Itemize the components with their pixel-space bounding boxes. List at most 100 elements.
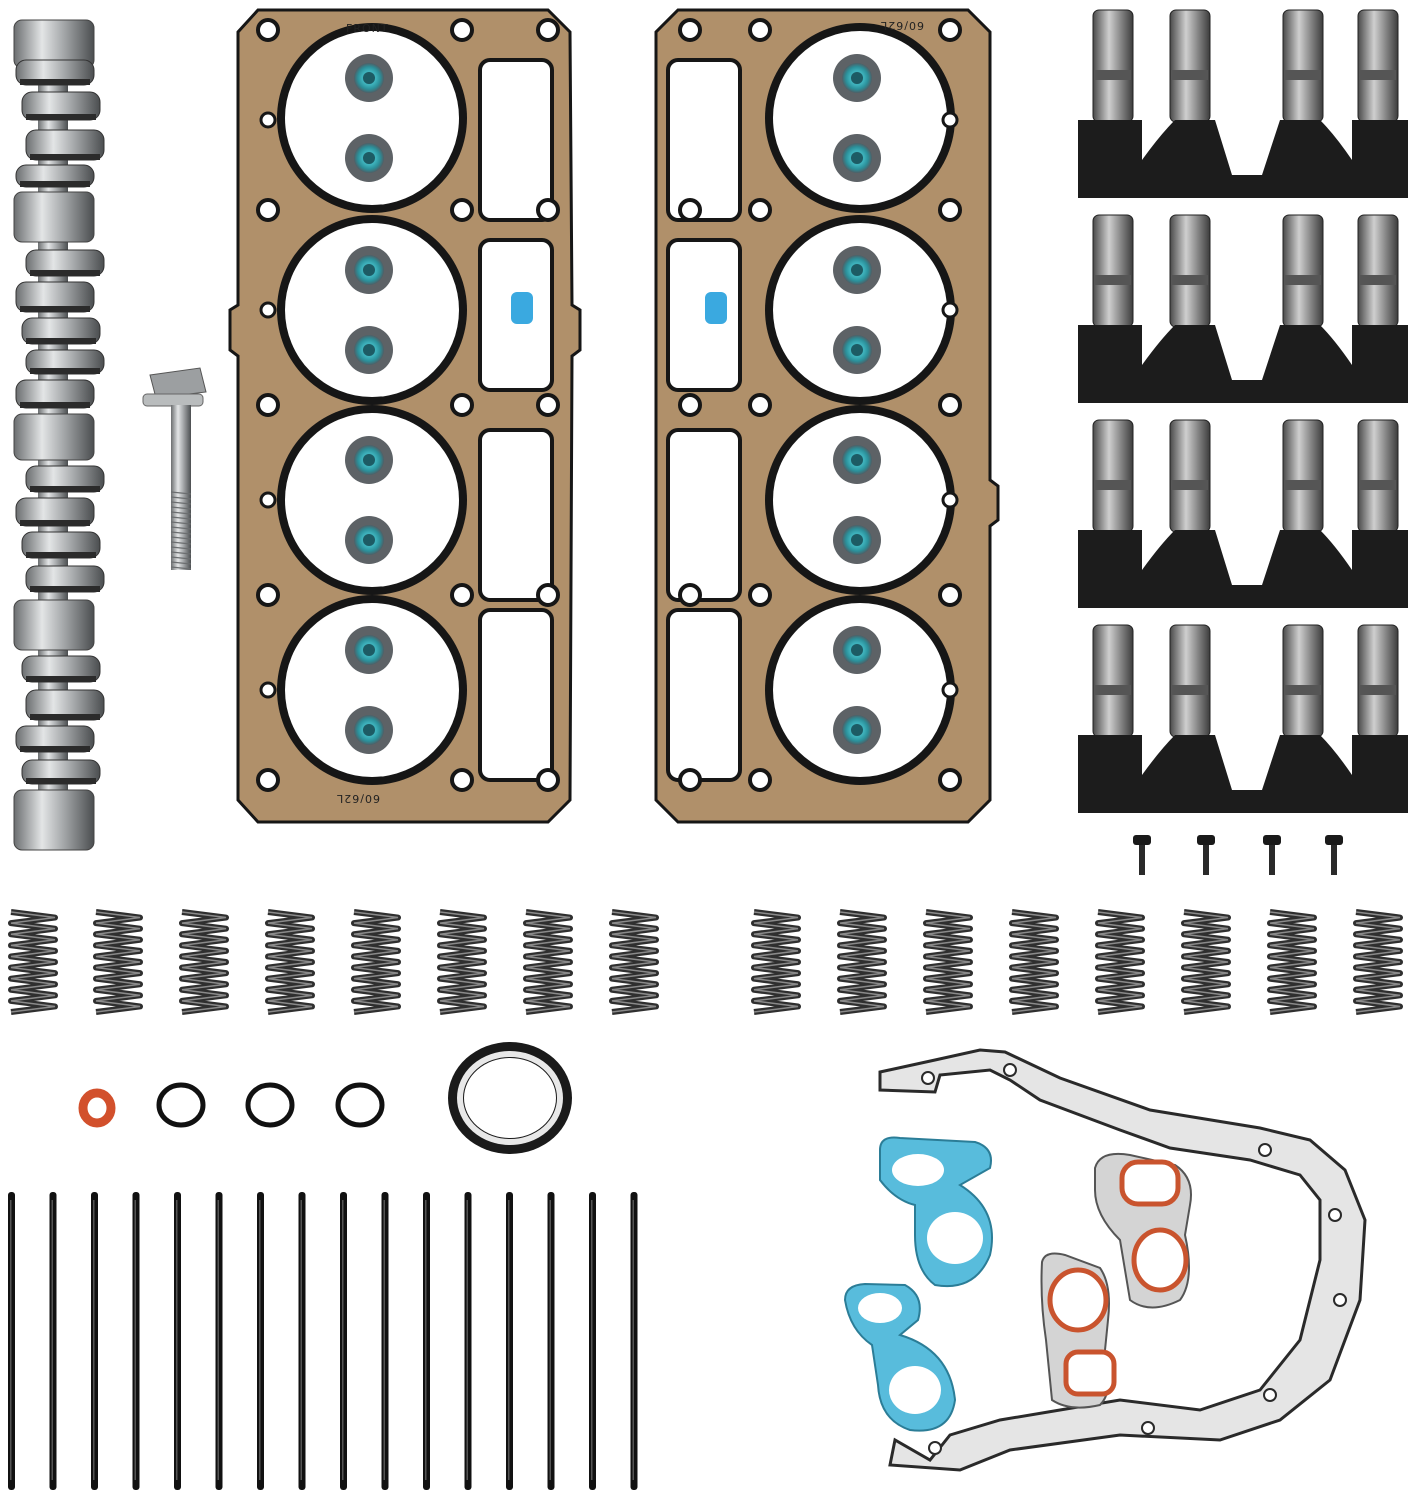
bolt-thread [170,551,192,555]
spring-highlight [839,911,885,1013]
lifter-band [1095,275,1131,285]
gasket-windows [478,58,554,782]
o-rings [78,1082,385,1128]
water-pump-gasket-blue [843,1282,957,1432]
bolt-thread [170,521,192,525]
pushrod-highlight [549,1200,551,1480]
pushrod-highlight [632,1200,634,1480]
valve-spring [1009,909,1059,1015]
timing-gasket-hole [1333,1293,1347,1307]
bolt-thread [170,511,192,515]
camshaft-lobe-shadow [26,676,96,682]
gasket-bolt-hole [678,18,702,42]
hydraulic-lifter [1282,214,1324,328]
gasket-bolt-hole [536,768,560,792]
lifter-band [1285,685,1321,695]
bolt-thread [170,491,192,495]
timing-cover-gasket [878,1048,1367,1472]
valve-springs [8,909,1403,1015]
gasket-window [666,608,742,782]
gasket-front-label: FRONT [346,22,389,35]
camshaft-journal [13,191,95,243]
gasket-small-hole [941,681,959,699]
spring-highlight [753,911,799,1013]
gasket-window [666,428,742,602]
spring-highlight [267,911,313,1013]
spring-highlight [611,911,657,1013]
pushrod-highlight [508,1200,510,1480]
gasket-bolt-hole [678,768,702,792]
gasket-bolt-hole [938,768,962,792]
hydraulic-lifter [1357,214,1399,328]
spring-highlight [1097,911,1143,1013]
cylinder-bore [285,223,459,397]
pushrod-highlight [425,1200,427,1480]
valve-seal-center [363,344,375,356]
valve-seal-center [851,264,863,276]
pushrod-highlight [176,1200,178,1480]
pushrod-highlight [300,1200,302,1480]
timing-gasket-holes [921,1063,1347,1455]
camshaft-journal [13,599,95,651]
lifter-band [1095,70,1131,80]
bolt-thread [170,531,192,535]
valve-spring [179,909,229,1015]
bolt-shank [171,405,191,570]
cylinder-bore [773,413,947,587]
camshaft-lobe-shadow [20,402,90,408]
lifter-band [1285,70,1321,80]
camshaft-lobe-shadow [26,114,96,120]
pushrods [8,1192,638,1490]
valve-seal-center [363,152,375,164]
gasket-bolt-hole [748,198,772,222]
spring-coil [523,909,573,1015]
hydraulic-lifter [1092,624,1134,738]
spring-coil [1009,909,1059,1015]
spring-coil [351,909,401,1015]
camshaft-lobe-shadow [20,306,90,312]
rear-main-seal [448,1042,572,1154]
hydraulic-lifter [1357,624,1399,738]
gasket-small-hole [259,681,277,699]
gasket-windows [666,58,742,782]
bolt-thread [170,556,192,560]
valve-spring [609,909,659,1015]
water-pump-gasket-blue [879,1136,993,1288]
head-gasket-left: FRONT 60/62L [228,8,582,824]
bolt-thread [170,501,192,505]
spring-highlight [95,911,141,1013]
gasket-small-hole [941,491,959,509]
spring-highlight [1355,911,1401,1013]
tray-bolt-head [1133,835,1151,845]
gasket-port-ring [1047,1267,1109,1333]
valve-seal-center [363,644,375,656]
water-pump-gasket-steel [1094,1152,1192,1309]
gasket-bolt-hole [938,18,962,42]
camshaft-lobe-shadow [30,486,100,492]
camshaft-lobe-shadow [26,338,96,344]
lifter-band [1172,685,1208,695]
camshaft-lobe-shadow [30,154,100,160]
camshaft-lobe-shadow [26,552,96,558]
gasket-window [666,58,742,222]
lifter-band [1360,70,1396,80]
lifter-tray-assembly [1078,419,1408,608]
valve-seal-center [851,724,863,736]
pushrod-highlight [342,1200,344,1480]
bolt-thread [170,536,192,540]
valve-spring [93,909,143,1015]
valve-seal-center [851,344,863,356]
hydraulic-lifter [1282,624,1324,738]
gasket-small-hole [259,491,277,509]
lifter-tray-assembly [1078,214,1408,403]
seal-inner [464,1058,556,1138]
gasket-bores [277,23,467,785]
camshaft-lobe-shadow [30,586,100,592]
valve-spring [1095,909,1145,1015]
tray-bolt-shank [1139,845,1145,875]
lifter-band [1172,275,1208,285]
spring-coil [1353,909,1403,1015]
gasket-bolt-hole [256,18,280,42]
gasket-bolt-hole [748,583,772,607]
